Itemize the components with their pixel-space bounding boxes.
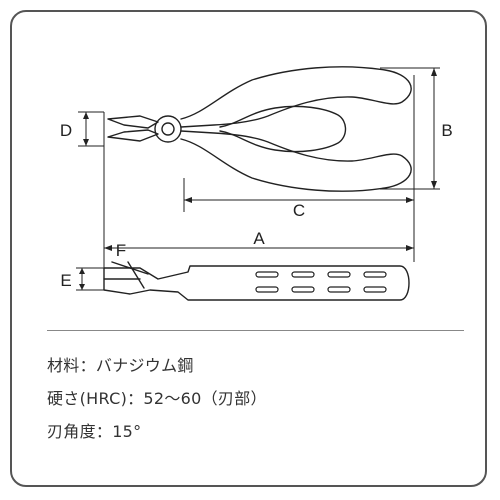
arrow-c-left xyxy=(184,197,192,203)
arrow-c-right xyxy=(406,197,414,203)
lower-handle xyxy=(180,130,412,192)
diagram-frame xyxy=(10,10,487,487)
spec-material: 材料：バナジウム鋼 xyxy=(47,356,194,375)
spec-blade-angle: 刃角度：15° xyxy=(47,422,142,441)
dim-label-d: D xyxy=(60,121,72,140)
spec-hardness: 硬さ(HRC)：52～60（刃部） xyxy=(47,389,267,408)
pivot-joint xyxy=(154,115,182,143)
dim-label-a: A xyxy=(253,229,265,248)
pliers-side-view xyxy=(103,261,410,301)
arrow-b-bottom xyxy=(431,181,437,189)
side-body xyxy=(103,265,410,301)
dim-label-c: C xyxy=(293,201,305,220)
arrow-e-bottom xyxy=(79,284,85,290)
handle-inner-cavity xyxy=(219,105,347,153)
dim-label-f: F xyxy=(116,241,126,260)
upper-jaw xyxy=(107,115,159,129)
upper-handle xyxy=(180,66,412,128)
blade-angle-line xyxy=(127,261,145,289)
section-divider xyxy=(47,330,464,331)
grip-slots xyxy=(255,271,387,293)
pivot-bolt xyxy=(161,122,175,136)
blade-angle-line-2 xyxy=(111,261,149,275)
dim-label-e: E xyxy=(60,271,71,290)
lower-jaw xyxy=(107,129,159,142)
arrow-a-left xyxy=(104,245,112,251)
arrow-e-top xyxy=(79,268,85,274)
dim-label-b: B xyxy=(441,121,452,140)
arrow-a-right xyxy=(406,245,414,251)
arrow-d-top xyxy=(83,112,89,119)
pliers-top-view xyxy=(107,66,412,192)
arrow-d-bottom xyxy=(83,139,89,146)
arrow-b-top xyxy=(431,68,437,76)
